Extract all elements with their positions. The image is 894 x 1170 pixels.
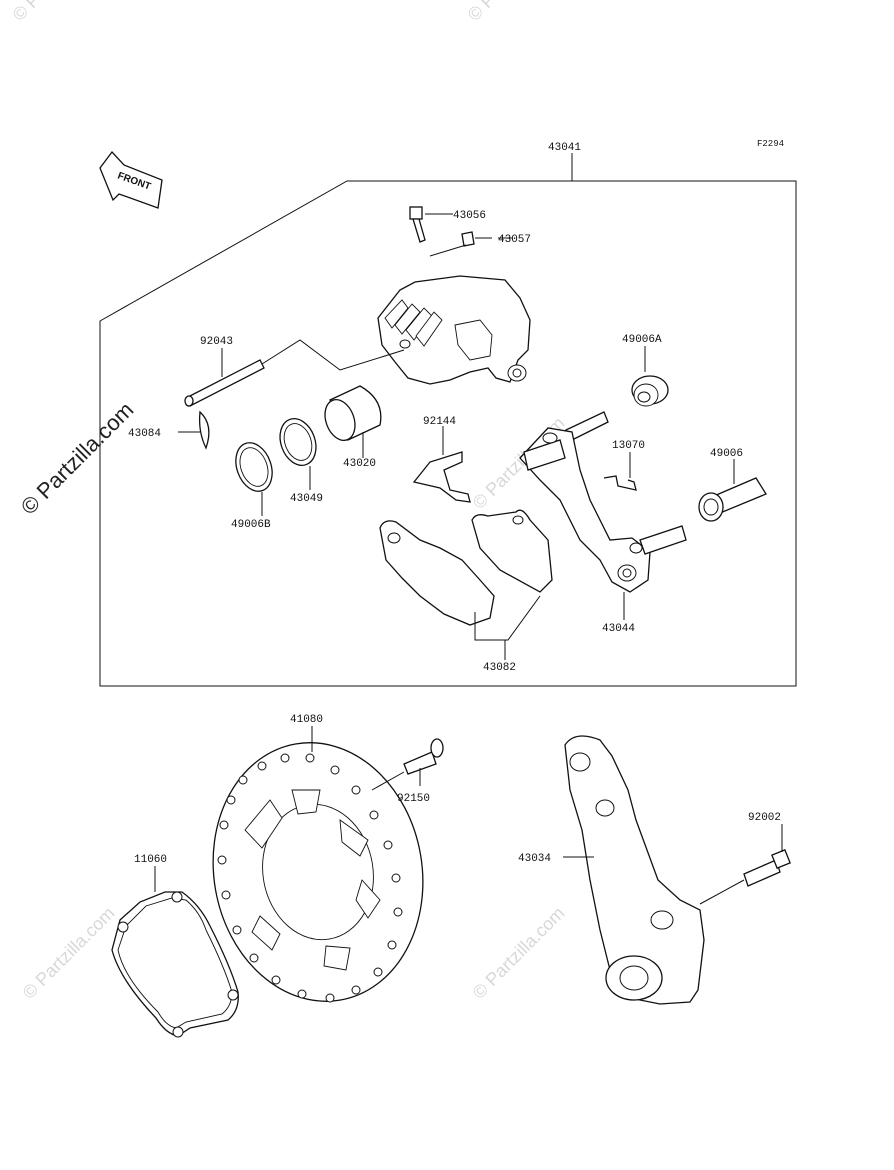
brake-disc	[212, 726, 424, 1003]
label-43084[interactable]: 43084	[128, 428, 161, 440]
pad-spring	[412, 426, 471, 503]
part-labels: 43041 43056 43057 92043 49006A 43084 921…	[128, 142, 781, 866]
figure-code: F2294	[757, 139, 784, 149]
label-49006B[interactable]: 49006B	[231, 519, 271, 531]
front-arrow-icon: FRONT	[99, 150, 163, 209]
disc-gasket	[111, 866, 239, 1038]
label-43056[interactable]: 43056	[453, 210, 486, 222]
caliper-bracket	[519, 411, 687, 620]
label-43082[interactable]: 43082	[483, 662, 516, 674]
label-43057[interactable]: 43057	[498, 234, 531, 246]
label-43044[interactable]: 43044	[602, 623, 635, 635]
bracket-bolt	[699, 824, 791, 905]
label-92144[interactable]: 92144	[423, 416, 456, 428]
label-43041[interactable]: 43041	[548, 142, 581, 154]
pad-clip	[603, 452, 637, 491]
label-49006A[interactable]: 49006A	[622, 334, 662, 346]
label-13070[interactable]: 13070	[612, 440, 645, 452]
watermark-top-center: © Partzilla.com	[464, 0, 564, 25]
caliper-assembly-outline	[99, 180, 797, 687]
disc-bolt	[371, 738, 444, 791]
caliper-body	[377, 275, 531, 385]
label-43049[interactable]: 43049	[290, 493, 323, 505]
label-41080[interactable]: 41080	[290, 714, 323, 726]
slide-pin-boot	[698, 459, 767, 522]
label-43020[interactable]: 43020	[343, 458, 376, 470]
bleed-cap	[429, 231, 492, 257]
caliper-piston	[324, 385, 382, 458]
label-43034[interactable]: 43034	[518, 853, 551, 865]
watermark-top-left: © Partzilla.com	[9, 0, 109, 25]
label-92002[interactable]: 92002	[748, 812, 781, 824]
bleed-valve	[409, 206, 453, 243]
label-11060[interactable]: 11060	[134, 854, 167, 866]
piston-seal-inner	[279, 418, 317, 490]
watermark-bottom-center: © Partzilla.com	[469, 903, 569, 1003]
piston-seal-outer	[235, 442, 273, 516]
retaining-clip	[178, 410, 210, 450]
label-92150[interactable]: 92150	[397, 793, 430, 805]
brake-pads	[379, 509, 553, 660]
watermark-bottom-left: © Partzilla.com	[19, 903, 119, 1003]
label-92043[interactable]: 92043	[200, 336, 233, 348]
watermark-main: © Partzilla.com	[16, 397, 139, 520]
slide-pin	[184, 339, 405, 407]
label-49006[interactable]: 49006	[710, 448, 743, 460]
caliper-mount-bracket	[563, 735, 705, 1005]
pin-boot	[631, 346, 669, 407]
